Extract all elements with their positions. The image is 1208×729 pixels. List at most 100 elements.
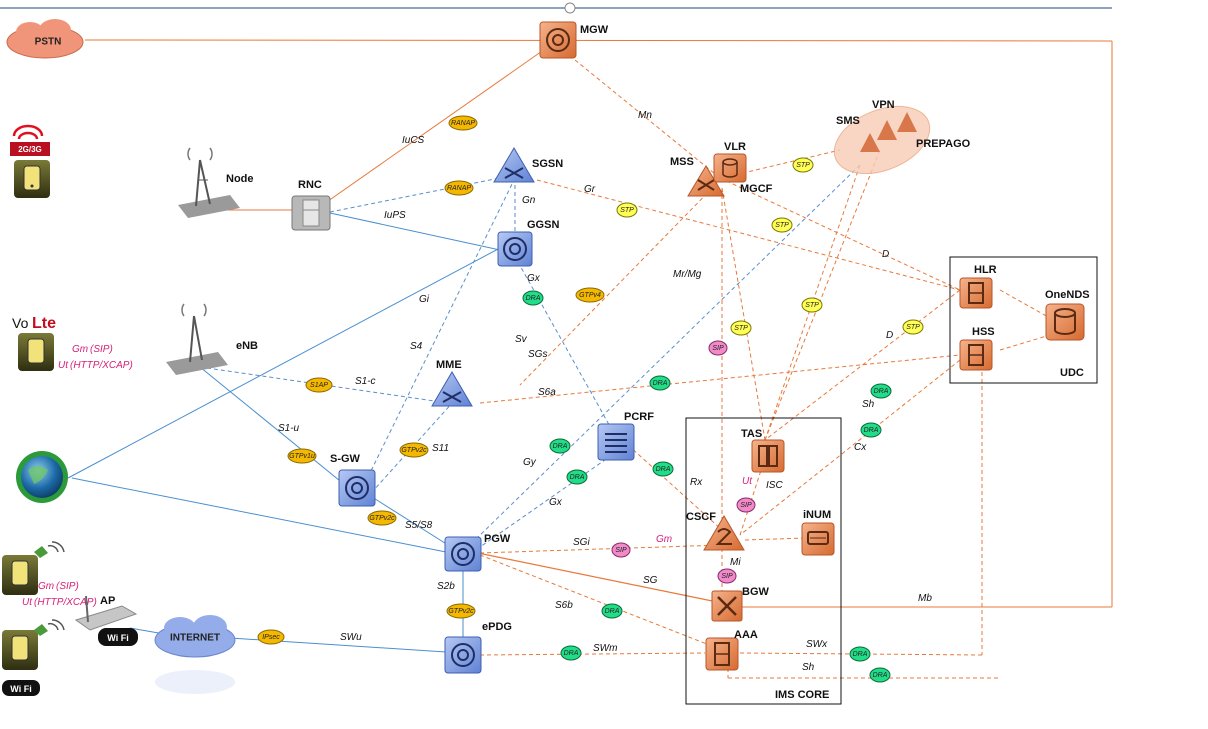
enb-label: eNB — [236, 340, 258, 352]
if-s4: S4 — [410, 341, 423, 352]
if-mr-mg: Mr/Mg — [673, 269, 702, 280]
if-gm-cscf: Gm — [656, 534, 672, 545]
aaa-label: AAA — [734, 629, 758, 641]
if-cx: Cx — [854, 442, 867, 453]
enb-tower[interactable]: eNB — [166, 303, 258, 375]
svg-text:STP: STP — [734, 325, 748, 332]
ims-core-label: IMS CORE — [775, 689, 829, 701]
pcrf-node[interactable]: PCRF — [597, 411, 654, 461]
badge-dra-11: DRA — [869, 667, 891, 683]
pstn-cloud[interactable]: PSTN — [6, 19, 84, 59]
bgw-node[interactable]: BGW — [711, 586, 770, 622]
hss-node[interactable]: HSS — [959, 326, 995, 371]
rnc-node[interactable]: RNC — [291, 179, 331, 231]
internet-cloud[interactable]: INTERNET — [154, 615, 236, 694]
svg-text:GTPv1u: GTPv1u — [289, 453, 315, 460]
if-gi: Gi — [419, 294, 430, 305]
mgw-node[interactable]: MGW — [539, 21, 609, 59]
badge-ranap-1: RANAP — [448, 115, 478, 131]
badge-ranap-2: RANAP — [444, 180, 474, 196]
internet-label: INTERNET — [170, 633, 220, 644]
badge-stp-6: STP — [730, 320, 752, 336]
if-sv: Sv — [515, 334, 528, 345]
service-cloud[interactable]: SMS VPN PREPAGO — [824, 93, 971, 186]
wifi-gm-sub: (SIP) — [56, 581, 79, 592]
device-wifi-2[interactable]: Wi Fi — [2, 619, 65, 696]
if-iups: IuPS — [384, 210, 406, 221]
ggsn-label: GGSN — [527, 219, 559, 231]
if-s5s8: S5/S8 — [405, 520, 433, 531]
globe-icon[interactable] — [16, 451, 68, 503]
cscf-node[interactable]: CSCF — [686, 511, 745, 551]
svg-text:RANAP: RANAP — [447, 185, 471, 192]
ims-core-box — [685, 417, 842, 705]
badge-dra-9: DRA — [560, 645, 582, 661]
if-gy: Gy — [523, 457, 537, 468]
volte-ut-sub: (HTTP/XCAP) — [70, 360, 133, 371]
svg-text:IPsec: IPsec — [262, 634, 280, 641]
device-wifi-1[interactable]: Gm (SIP) Ut (HTTP/XCAP) — [2, 541, 97, 608]
if-s6a: S6a — [538, 387, 556, 398]
node-label: Node — [226, 173, 254, 185]
if-s6b: S6b — [555, 600, 573, 611]
svg-text:STP: STP — [906, 324, 920, 331]
volte-gm-sub: (SIP) — [90, 344, 113, 355]
volte-lte: Lte — [32, 315, 56, 332]
ap-label: AP — [100, 595, 115, 607]
if-mn: Mn — [638, 110, 652, 121]
hlr-node[interactable]: HLR — [959, 264, 997, 309]
mss-node[interactable]: MSS VLR MGCF — [670, 141, 773, 197]
mme-node[interactable]: MME — [431, 359, 473, 407]
svg-text:DRA: DRA — [873, 672, 888, 679]
svg-text:STP: STP — [796, 162, 810, 169]
device-2g3g[interactable]: 2G/3G — [10, 124, 50, 198]
onends-label: OneNDS — [1045, 289, 1090, 301]
svg-text:DRA: DRA — [605, 608, 620, 615]
svg-text:DRA: DRA — [864, 427, 879, 434]
node-tower[interactable]: Node — [178, 147, 254, 218]
tas-node[interactable]: TAS — [741, 428, 785, 473]
sms-label: SMS — [836, 115, 860, 127]
badge-stp-5: STP — [902, 319, 924, 335]
if-gn: Gn — [522, 195, 536, 206]
badge-gtpv2c-3: GTPv2c — [446, 603, 476, 619]
bgw-label: BGW — [742, 586, 770, 598]
pcrf-label: PCRF — [624, 411, 654, 423]
if-sh-hss: Sh — [862, 399, 875, 410]
if-gx-pgw: Gx — [549, 497, 563, 508]
pgw-node[interactable]: PGW — [444, 533, 511, 572]
badge-sip-2: SIP — [736, 497, 756, 513]
rnc-label: RNC — [298, 179, 322, 191]
sgw-node[interactable]: S-GW — [330, 453, 376, 507]
if-s11: S11 — [432, 443, 449, 454]
aaa-node[interactable]: AAA — [705, 629, 758, 671]
badge-2g3g: 2G/3G — [18, 145, 42, 154]
if-gx-ggsn: Gx — [527, 273, 541, 284]
svg-text:DRA: DRA — [653, 380, 668, 387]
device-volte[interactable]: Vo Lte Gm (SIP) Ut (HTTP/XCAP) — [10, 300, 133, 371]
ggsn-node[interactable]: GGSN — [497, 219, 559, 267]
links-dashed-blue — [199, 164, 861, 548]
ap-node[interactable]: Wi Fi AP — [74, 595, 138, 646]
if-mi: Mi — [730, 557, 741, 568]
if-s1u: S1-u — [278, 423, 300, 434]
svg-text:SIP: SIP — [740, 502, 752, 509]
mss-label: MSS — [670, 156, 694, 168]
badge-stp-2: STP — [616, 202, 638, 218]
if-sg: SG — [643, 575, 658, 586]
sgsn-node[interactable]: SGSN — [493, 147, 563, 183]
epdg-node[interactable]: ePDG — [444, 621, 512, 674]
badge-dra-10: DRA — [849, 646, 871, 662]
epdg-label: ePDG — [482, 621, 512, 633]
svg-text:SIP: SIP — [712, 345, 724, 352]
onends-node[interactable]: OneNDS — [1045, 289, 1090, 341]
vlr-label: VLR — [724, 141, 746, 153]
if-mb: Mb — [918, 593, 932, 604]
wifi-ut-sub: (HTTP/XCAP) — [34, 597, 97, 608]
svg-text:DRA: DRA — [874, 388, 889, 395]
svg-text:GTPv2c: GTPv2c — [369, 515, 395, 522]
badge-dra-1: DRA — [522, 290, 544, 306]
interface-labels: IuCS IuPS Gn Gr Mn Gi Gx Mr/Mg D D S4 Sv… — [278, 110, 932, 673]
inum-node[interactable]: iNUM — [801, 509, 835, 556]
